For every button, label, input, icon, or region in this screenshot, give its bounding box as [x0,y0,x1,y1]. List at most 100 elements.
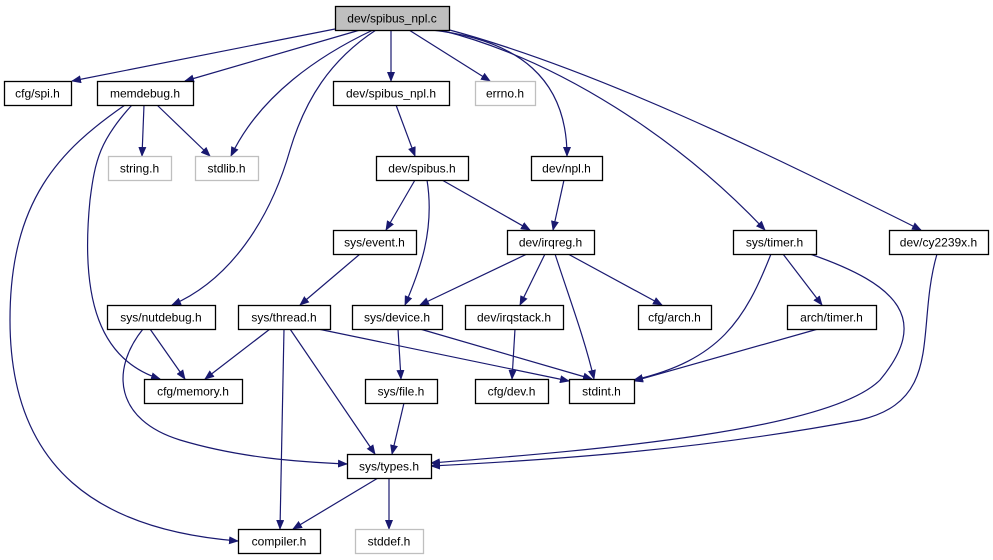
node-label: dev/cy2239x.h [900,236,977,250]
edge-file-to-types [390,402,405,455]
node-label: sys/thread.h [251,311,316,325]
node-label: sys/file.h [378,385,425,399]
edge-root-to-cfg_spi [71,28,336,84]
node-label: dev/spibus_npl.h [346,87,436,101]
node-irqstack[interactable]: dev/irqstack.h [464,304,565,331]
node-box [474,80,537,107]
node-label: cfg/dev.h [488,385,536,399]
node-box [106,304,217,331]
node-label: sys/event.h [344,236,405,250]
edge-memdebug-to-stdlib [156,104,211,157]
node-box [637,304,713,331]
edge-spibus-to-event [385,179,416,231]
node-label: cfg/memory.h [157,385,229,399]
node-cfg-memory[interactable]: cfg/memory.h [143,378,244,405]
node-box [96,80,195,107]
node-nutdebug[interactable]: sys/nutdebug.h [106,304,217,331]
edge-memdebug-to-cfg_memory [87,104,161,381]
edge-memdebug-to-compiler [9,104,239,545]
edge-root-to-timer [439,29,766,231]
edge-device-to-stdint [419,328,593,381]
node-label: stdint.h [582,385,621,399]
edge-thread-to-cfg_memory [204,328,271,380]
edge-timer-to-types [430,253,905,467]
node-memdebug[interactable]: memdebug.h [96,80,195,107]
node-label: cfg/arch.h [648,311,701,325]
node-box [3,80,73,107]
node-box [237,528,322,555]
node-npl[interactable]: dev/npl.h [530,155,604,182]
node-box [334,5,451,32]
node-stddef: stddef.h [354,528,425,555]
node-cy2239x[interactable]: dev/cy2239x.h [888,229,990,256]
edges-layer [9,28,938,545]
node-irqreg[interactable]: dev/irqreg.h [506,229,596,256]
node-box [568,378,636,405]
node-spibus-npl-h[interactable]: dev/spibus_npl.h [332,80,451,107]
node-spibus[interactable]: dev/spibus.h [375,155,470,182]
node-timer[interactable]: sys/timer.h [732,229,818,256]
node-label: compiler.h [252,535,307,549]
node-compiler[interactable]: compiler.h [237,528,322,555]
node-label: sys/timer.h [746,236,803,250]
node-device[interactable]: sys/device.h [351,304,444,331]
node-label: string.h [120,162,159,176]
node-types[interactable]: sys/types.h [346,453,433,480]
edge-root-to-memdebug [184,29,361,83]
edge-arch_timer-to-stdint [633,328,819,383]
node-event[interactable]: sys/event.h [332,229,418,256]
edge-thread-to-compiler [276,328,285,530]
edge-device-to-file [396,328,405,380]
node-file[interactable]: sys/file.h [364,378,439,405]
node-box [354,528,425,555]
node-label: dev/irqstack.h [477,311,551,325]
edge-nutdebug-to-types [122,328,348,468]
node-stdlib: stdlib.h [194,155,260,182]
edge-root-to-errno [408,29,491,82]
edge-irqreg-to-cfg_arch [567,253,663,306]
edge-irqstack-to-cfg_dev [508,328,517,380]
node-box [732,229,818,256]
node-label: sys/types.h [359,460,419,474]
edge-event-to-thread [299,253,361,306]
node-label: memdebug.h [110,87,180,101]
node-box [464,304,565,331]
node-label: dev/spibus.h [388,162,455,176]
node-label: dev/spibus_npl.c [347,12,436,26]
edge-npl-to-irqreg [551,179,565,231]
node-label: arch/timer.h [800,311,863,325]
node-thread[interactable]: sys/thread.h [237,304,332,331]
node-box [364,378,439,405]
edge-irqreg-to-stdint [554,253,596,380]
edge-irqreg-to-device [419,253,528,306]
edge-root-to-cy2239x [445,28,922,231]
node-label: errno.h [486,87,524,101]
node-box [346,453,433,480]
node-errno: errno.h [474,80,537,107]
node-cfg-arch[interactable]: cfg/arch.h [637,304,713,331]
node-cfg-spi[interactable]: cfg/spi.h [3,80,73,107]
node-box [332,229,418,256]
edge-spibus_npl_h-to-spibus [395,104,416,157]
edge-thread-to-stdint [317,328,570,384]
edge-root-to-nutdebug [171,29,377,306]
nodes-layer: dev/spibus_npl.c cfg/spi.h memdebug.h dev/s… [3,5,990,555]
node-box [888,229,990,256]
node-label: dev/irqreg.h [519,236,582,250]
edge-timer-to-arch_timer [782,253,823,306]
node-cfg-dev[interactable]: cfg/dev.h [474,378,550,405]
node-label: stdlib.h [207,162,245,176]
node-label: cfg/spi.h [15,87,60,101]
node-stdint[interactable]: stdint.h [568,378,636,405]
node-root[interactable]: dev/spibus_npl.c [334,5,451,32]
node-box [474,378,550,405]
node-box [237,304,332,331]
node-box [107,155,173,182]
node-arch-timer[interactable]: arch/timer.h [786,304,878,331]
node-box [530,155,604,182]
node-box [351,304,444,331]
edge-nutdebug-to-cfg_memory [149,328,186,380]
node-string: string.h [107,155,173,182]
edge-timer-to-stdint [633,253,772,382]
